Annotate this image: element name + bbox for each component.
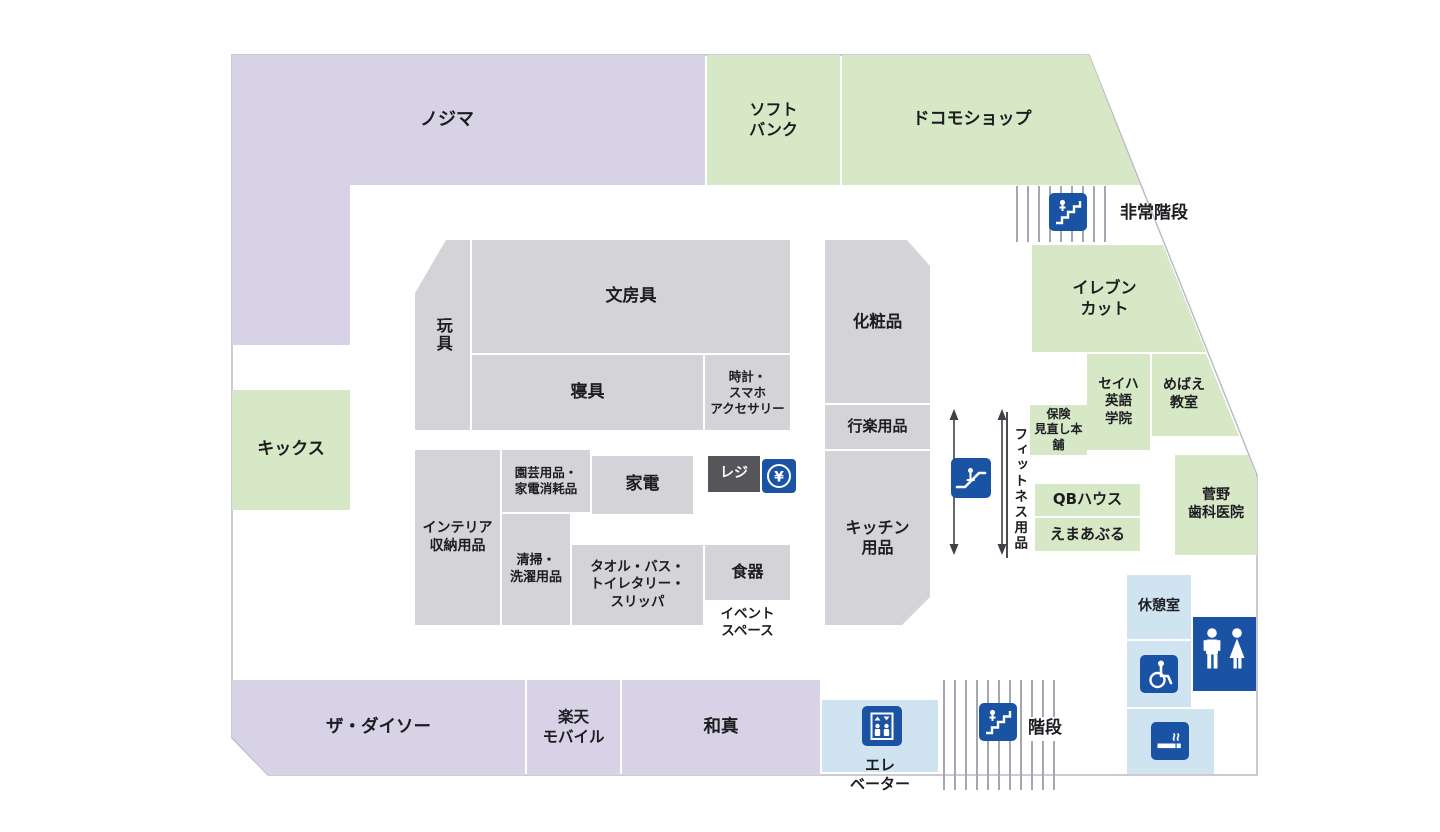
area-cleaning-laundry: 清掃・ 洗濯用品 (502, 514, 570, 625)
escalator-icon (951, 458, 991, 498)
area-rakuten-mobile: 楽天 モバイル (527, 680, 620, 775)
area-toilets (1193, 617, 1256, 691)
label-bedding: 寝具 (570, 381, 605, 402)
area-cosmetics: 化粧品 (825, 240, 930, 403)
area-stationery: 文房具 (472, 240, 790, 353)
label-kicks: キックス (257, 439, 325, 460)
label-event-space: イベント スペース (720, 605, 775, 639)
smoking-room-icon (1151, 722, 1189, 760)
area-docomo: ドコモショップ (842, 55, 1140, 185)
area-hoken-minaoshi: 保険 見直し本舗 (1030, 405, 1087, 455)
area-kanno-dental: 菅野 歯科医院 (1175, 455, 1257, 555)
label-cleaning-laundry: 清掃・ 洗濯用品 (509, 552, 562, 585)
area-towel-bath-toiletry: タオル・バス・ トイレタリー・ スリッパ (572, 545, 703, 625)
area-kitchen-goods: キッチン 用品 (825, 451, 930, 625)
label-eleven-cut: イレブン カット (1072, 278, 1137, 318)
area-washin: 和真 (622, 680, 820, 775)
area-daiso: ザ・ダイソー (232, 680, 525, 775)
area-softbank: ソフト バンク (707, 55, 840, 185)
area-tableware: 食器 (705, 545, 790, 600)
wheelchair-accessible-icon (1140, 655, 1178, 693)
label-appliances: 家電 (625, 474, 660, 495)
area-interior-storage: インテリア 収納用品 (415, 450, 500, 625)
area-qb-house: QBハウス (1035, 484, 1140, 516)
mens-womens-toilet-icon (1203, 628, 1245, 669)
label-rakuten-mobile: 楽天 モバイル (542, 707, 605, 746)
label-kanno-dental: 菅野 歯科医院 (1188, 487, 1244, 521)
emergency-stairs-person-icon (1049, 193, 1087, 231)
area-gardening-consumables: 園芸用品・ 家電消耗品 (502, 450, 590, 512)
label-softbank: ソフト バンク (749, 99, 798, 139)
area-kicks: キックス (232, 390, 350, 510)
area-emaaburu: えまあぶる (1035, 518, 1140, 551)
area-seiha-english: セイハ 英語 学院 (1087, 354, 1150, 450)
label-stairs: 階段 (1024, 717, 1066, 741)
area-event-space: イベント スペース (705, 602, 790, 644)
fitness-divider-line (1006, 412, 1008, 558)
label-nojima: ノジマ (420, 109, 474, 131)
label-docomo: ドコモショップ (912, 109, 1032, 130)
area-rest-room: 休憩室 (1127, 575, 1191, 639)
area-register: レジ (708, 456, 760, 492)
label-register: レジ (720, 465, 748, 482)
label-qb-house: QBハウス (1052, 490, 1123, 509)
label-gardening-consumables: 園芸用品・ 家電消耗品 (514, 465, 578, 496)
label-interior-storage: インテリア 収納用品 (422, 519, 493, 554)
label-elevator: エレ ベーター (849, 756, 910, 794)
label-watch-smartphone: 時計・ スマホ アクセサリー (710, 368, 785, 416)
label-seiha-english: セイハ 英語 学院 (1098, 376, 1139, 427)
area-leisure-goods: 行楽用品 (825, 405, 930, 449)
label-kitchen-goods: キッチン 用品 (845, 517, 910, 557)
label-tableware: 食器 (731, 562, 764, 582)
label-toys: 玩具 (433, 317, 453, 353)
label-stationery: 文房具 (605, 285, 657, 306)
label-fitness-goods: フィットネス用品 (1011, 427, 1028, 551)
label-emaaburu: えまあぶる (1049, 524, 1125, 543)
label-daiso: ザ・ダイソー (326, 717, 431, 738)
label-hoken-minaoshi: 保険 見直し本舗 (1034, 406, 1083, 452)
label-washin: 和真 (703, 717, 739, 738)
yen-circle-icon: ¥ (762, 459, 796, 493)
label-leisure-goods: 行楽用品 (847, 417, 908, 436)
label-mebae: めばえ 教室 (1163, 377, 1205, 411)
yen-symbol: ¥ (774, 470, 784, 486)
area-appliances: 家電 (592, 456, 693, 514)
label-cosmetics: 化粧品 (852, 311, 903, 331)
elevator-icon (862, 706, 902, 746)
label-emergency-stairs: 非常階段 (1120, 203, 1188, 223)
area-bedding: 寝具 (472, 355, 703, 430)
label-towel-bath-toiletry: タオル・バス・ トイレタリー・ スリッパ (590, 559, 685, 610)
area-watch-smartphone: 時計・ スマホ アクセサリー (705, 355, 790, 430)
label-rest-room: 休憩室 (1138, 598, 1180, 615)
stairs-person-icon (979, 703, 1017, 741)
area-eleven-cut: イレブン カット (1032, 245, 1206, 352)
